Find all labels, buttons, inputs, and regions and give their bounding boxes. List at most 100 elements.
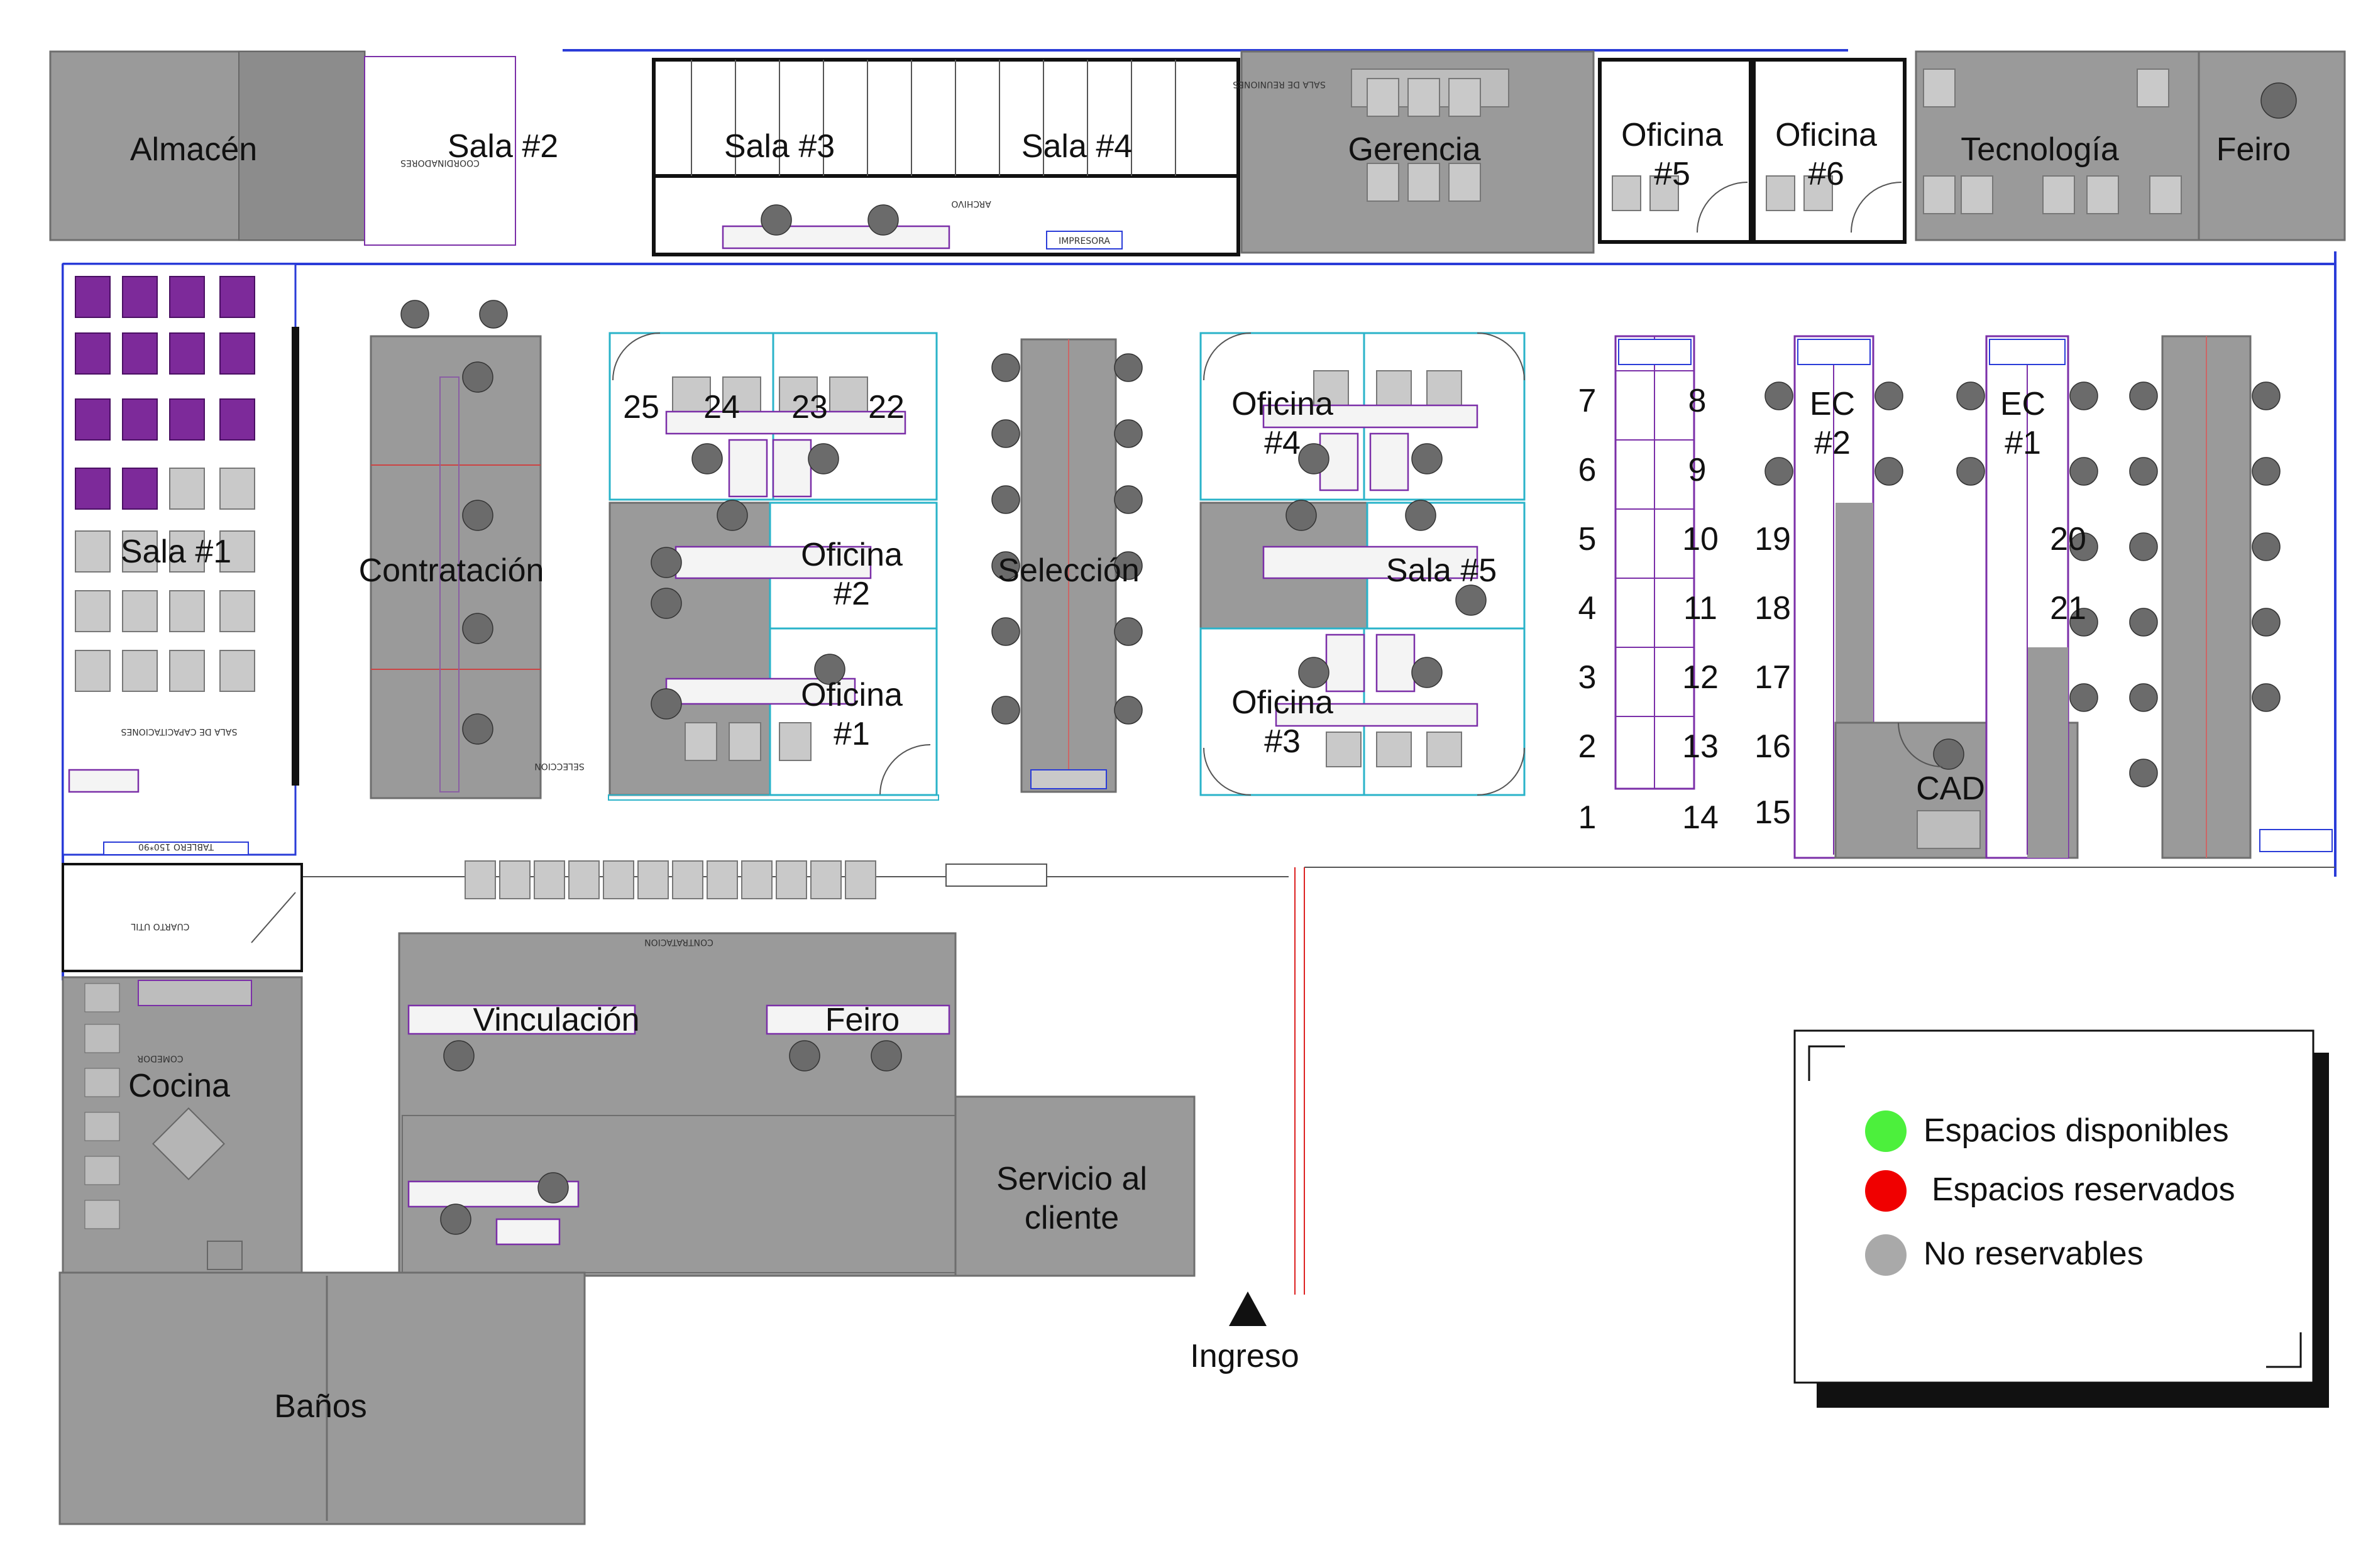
archivo-label: ARCHIVO bbox=[951, 199, 991, 209]
label-contratacion: Contratación bbox=[359, 552, 544, 589]
sala-reuniones-label: SALA DE REUNIONES bbox=[1233, 79, 1326, 89]
available-dot-icon bbox=[1865, 1110, 1907, 1152]
label-ec1: EC#1 bbox=[2000, 386, 2045, 461]
tablero-label: TABLERO 150*90 bbox=[138, 842, 214, 852]
seat-number[interactable]: 11 bbox=[1683, 590, 1717, 627]
servicio-room[interactable] bbox=[954, 1095, 1196, 1277]
label-sala3: Sala #3 bbox=[724, 128, 835, 165]
label-line: Oficina bbox=[801, 677, 903, 713]
label-oficina3: Oficina#3 bbox=[1231, 684, 1333, 760]
label-cocina: Cocina bbox=[128, 1068, 230, 1104]
seat-number[interactable]: 5 bbox=[1578, 521, 1597, 557]
label-seleccion: Selección bbox=[998, 552, 1139, 589]
right-column[interactable] bbox=[2129, 335, 2333, 859]
seat-number[interactable]: 13 bbox=[1682, 728, 1719, 765]
seat-number[interactable]: 23 bbox=[791, 389, 828, 425]
lower-rooms bbox=[58, 932, 1196, 1525]
sala3-sala4-partitions bbox=[654, 60, 1238, 249]
banos-room[interactable] bbox=[58, 1271, 586, 1525]
label-line: #1 bbox=[834, 716, 870, 752]
label-line: cliente bbox=[1025, 1200, 1119, 1236]
cuarto-util-room[interactable] bbox=[62, 863, 303, 972]
legend-reserved: Espacios reservados bbox=[1932, 1171, 2235, 1208]
seat-number[interactable]: 10 bbox=[1682, 521, 1719, 557]
seat-number[interactable]: 9 bbox=[1688, 452, 1707, 488]
impresora-label: IMPRESORA bbox=[1059, 236, 1110, 246]
seat-number[interactable]: 20 bbox=[2050, 521, 2086, 557]
seat-number[interactable]: 25 bbox=[623, 389, 659, 425]
label-ec2: EC#2 bbox=[1810, 386, 1855, 461]
label-feiro-top: Feiro bbox=[2216, 131, 2291, 168]
sala1-room[interactable] bbox=[62, 263, 299, 856]
label-line: Oficina bbox=[1231, 386, 1333, 422]
seat-number[interactable]: 1 bbox=[1578, 799, 1597, 836]
label-line: #2 bbox=[834, 576, 870, 612]
seat-number[interactable]: 15 bbox=[1754, 794, 1791, 831]
label-line: #6 bbox=[1808, 156, 1844, 192]
cuarto-util-label: CUARTO UTIL bbox=[131, 921, 189, 931]
reserved-dot-icon bbox=[1865, 1170, 1907, 1212]
seat-number[interactable]: 17 bbox=[1754, 659, 1791, 696]
comedor-label: COMEDOR bbox=[137, 1053, 184, 1063]
label-line: Servicio al bbox=[996, 1161, 1147, 1197]
label-line: #5 bbox=[1654, 156, 1690, 192]
seat-number[interactable]: 24 bbox=[703, 389, 740, 425]
sala3-sala4-room[interactable] bbox=[652, 58, 1240, 256]
entrance-arrow-icon bbox=[1229, 1291, 1267, 1326]
label-oficina4: Oficina#4 bbox=[1231, 386, 1333, 461]
workstations-1-14[interactable] bbox=[1614, 335, 1695, 790]
seleccion-room[interactable] bbox=[991, 338, 1143, 793]
legend-not-reservable: No reservables bbox=[1924, 1236, 2144, 1272]
sala2-room[interactable] bbox=[364, 56, 516, 246]
label-line: #4 bbox=[1264, 425, 1301, 461]
seat-number[interactable]: 12 bbox=[1682, 659, 1719, 696]
label-line: #3 bbox=[1264, 723, 1301, 760]
label-vinculacion: Vinculación bbox=[473, 1002, 639, 1038]
feiro-top-room[interactable] bbox=[2198, 50, 2346, 241]
not-reservable-dot-icon bbox=[1865, 1234, 1907, 1276]
block-oficina1-2 bbox=[608, 332, 939, 801]
seat-number[interactable]: 6 bbox=[1578, 452, 1597, 488]
legend: Espacios disponibles Espacios reservados… bbox=[1793, 1029, 2329, 1408]
label-sala4: Sala #4 bbox=[1021, 128, 1132, 165]
label-oficina5: Oficina#5 bbox=[1621, 117, 1723, 192]
seat-numbers: 25 24 23 22 7 8 6 9 5 10 4 11 3 12 2 13 … bbox=[623, 383, 2086, 836]
oficina5-6-furniture bbox=[1612, 175, 1902, 233]
coordinadores-label: COORDINADORES bbox=[400, 158, 480, 168]
oficina5-room[interactable] bbox=[1598, 58, 1753, 244]
label-oficina2: Oficina#2 bbox=[801, 537, 903, 612]
label-ingreso: Ingreso bbox=[1190, 1338, 1299, 1374]
label-line: #2 bbox=[1814, 425, 1851, 461]
label-banos: Baños bbox=[274, 1388, 366, 1425]
seat-number[interactable]: 22 bbox=[868, 389, 905, 425]
sala1-chairs bbox=[75, 276, 255, 692]
seat-number[interactable]: 21 bbox=[2050, 590, 2086, 627]
label-sala2: Sala #2 bbox=[448, 128, 558, 165]
label-sala1: Sala #1 bbox=[121, 534, 231, 570]
contratacion-room[interactable] bbox=[370, 300, 542, 799]
seat-number[interactable]: 2 bbox=[1578, 728, 1597, 765]
seat-number[interactable]: 14 bbox=[1682, 799, 1719, 836]
seat-number[interactable]: 7 bbox=[1578, 383, 1597, 419]
seat-number[interactable]: 8 bbox=[1688, 383, 1707, 419]
small-labels: SALA DE CAPACITACIONES CUARTO UTIL COMED… bbox=[121, 79, 1325, 1063]
seat-number[interactable]: 16 bbox=[1754, 728, 1791, 765]
label-oficina6: Oficina#6 bbox=[1775, 117, 1877, 192]
label-line: Oficina bbox=[801, 537, 903, 573]
room-labels: Almacén Sala #2 Sala #3 Sala #4 Gerencia… bbox=[121, 117, 2291, 1425]
capacitaciones-label: SALA DE CAPACITACIONES bbox=[121, 726, 237, 737]
oficina6-room[interactable] bbox=[1752, 58, 1907, 244]
label-sala5: Sala #5 bbox=[1386, 552, 1497, 589]
seat-number[interactable]: 19 bbox=[1754, 521, 1791, 557]
legend-available: Espacios disponibles bbox=[1924, 1112, 2229, 1149]
label-line: EC bbox=[1810, 386, 1855, 422]
label-tecnologia: Tecnología bbox=[1961, 131, 2119, 168]
label-line: Oficina bbox=[1231, 684, 1333, 721]
seat-number[interactable]: 4 bbox=[1578, 590, 1597, 627]
label-cad: CAD bbox=[1916, 770, 1985, 807]
ec1-column[interactable] bbox=[1956, 335, 2098, 859]
seat-number[interactable]: 3 bbox=[1578, 659, 1597, 696]
printer-icon bbox=[1046, 231, 1123, 249]
seat-number[interactable]: 18 bbox=[1754, 590, 1791, 627]
